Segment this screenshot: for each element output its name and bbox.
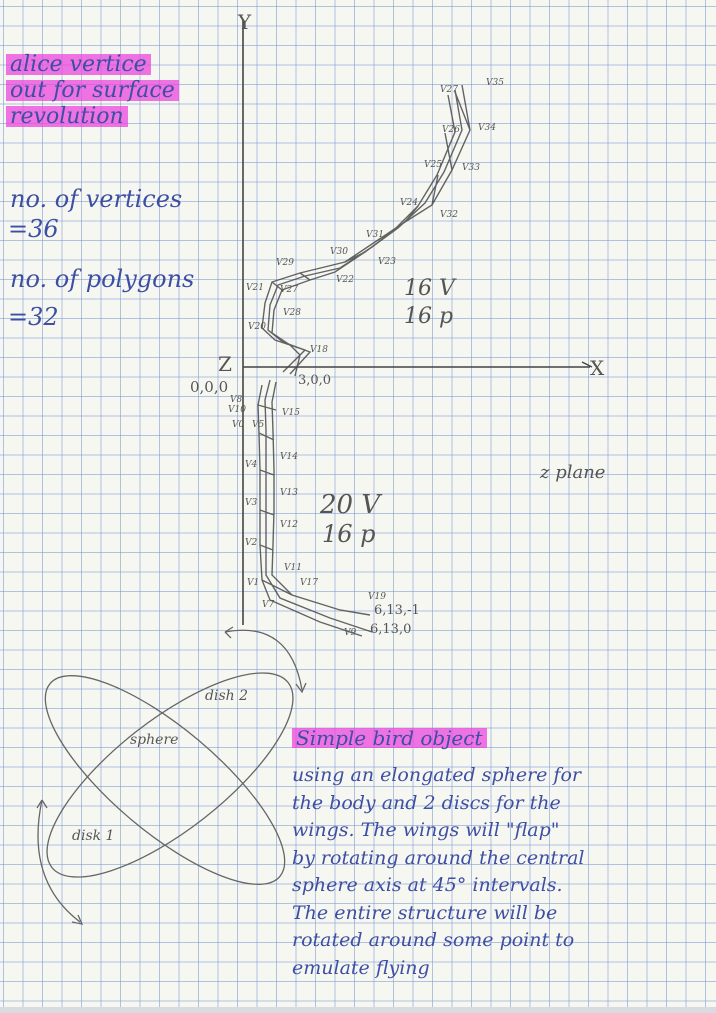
vertex-label: V29 [276, 258, 294, 268]
description-body: using an elongated sphere for the body a… [292, 762, 585, 982]
description-line: by rotating around the central [292, 846, 585, 869]
description-line: sphere axis at 45° intervals. [292, 874, 563, 896]
rotation-arrow-bottom-tail [36, 799, 48, 809]
rotation-arrow-bottom [37, 799, 81, 923]
rotation-arrow-bottom-head [71, 914, 84, 925]
description-line: wings. The wings will "flap" [292, 819, 560, 841]
description-title-text: Simple bird object [292, 726, 487, 750]
vertex-label: V19 [368, 592, 386, 602]
vertex-label: V27 [440, 85, 458, 95]
vertices-label: no. of vertices [10, 185, 183, 213]
vertex-label: V35 [486, 78, 504, 88]
x-axis-label: X [590, 356, 605, 380]
description-line: the body and 2 discs for the [292, 791, 561, 814]
vertex-label: V28 [283, 308, 301, 318]
y-axis-label: Y [238, 10, 252, 34]
vertex-label: V9 [344, 628, 357, 638]
vertex-label: V21 [246, 283, 264, 293]
vertex-label: V12 [280, 520, 298, 530]
disk-1-label: disk 1 [72, 828, 115, 844]
wing-disk-2 [46, 672, 294, 878]
description-title: Simple bird object [292, 726, 487, 750]
point-6-13-0-label: 6,13,0 [370, 622, 412, 637]
vertex-label: V26 [442, 125, 460, 135]
vertex-label: V14 [280, 452, 298, 462]
vertex-label: V7 [262, 600, 275, 610]
heading-line-2: out for surface [6, 78, 179, 103]
polygons-label: no. of polygons [10, 265, 195, 293]
heading-line-3: revolution [6, 104, 128, 129]
bird-sketch [36, 626, 307, 925]
vertex-label: V25 [424, 160, 442, 170]
page-bottom-edge [0, 1007, 716, 1013]
upper-profile-mesh [261, 84, 471, 377]
vertex-label: V18 [310, 345, 328, 355]
origin-label: 0,0,0 [190, 378, 229, 396]
vertex-label: V4 [245, 460, 258, 470]
dish-2-label: dish 2 [205, 688, 248, 704]
vertex-label: V20 [248, 322, 266, 332]
description-line: The entire structure will be [292, 901, 558, 924]
rotation-arrow-top-head [295, 682, 307, 694]
plane-note: z plane [540, 462, 606, 483]
vertex-label: V31 [366, 230, 384, 240]
wing-disk-1 [44, 675, 286, 885]
rotation-arrow-top-tail [224, 626, 234, 639]
polygons-value: =32 [8, 303, 59, 331]
vertices-value: =36 [8, 215, 59, 243]
lower-profile-mesh [257, 379, 373, 637]
vertex-label: V3 [245, 498, 258, 508]
description-line: using an elongated sphere for [292, 764, 581, 786]
vertex-label: V13 [280, 488, 298, 498]
vertex-label: V22 [336, 275, 354, 285]
x-arrow [581, 361, 593, 368]
vertex-label: V32 [440, 210, 458, 220]
vertex-label: V23 [378, 257, 396, 267]
point-6-13-minus1-label: 6,13,-1 [374, 603, 420, 618]
vertex-label: V27 [280, 285, 298, 295]
vertex-label: V5 [252, 420, 265, 430]
heading: alice vertice out for surface revolution [6, 52, 179, 130]
vertex-label: V11 [284, 563, 302, 573]
description-line: emulate flying [292, 956, 430, 979]
upper-vertex-count: 16 V [404, 276, 455, 301]
vertex-label: V33 [462, 163, 480, 173]
z-axis-label: Z [218, 352, 232, 376]
lower-vertex-count: 20 V [320, 490, 381, 520]
lower-polygon-count: 16 p [322, 520, 376, 548]
vertex-label: V10 [228, 405, 246, 415]
vertex-label: V15 [282, 408, 300, 418]
vertex-label: V8 [230, 395, 243, 405]
upper-polygon-count: 16 p [404, 304, 454, 329]
vertex-label: V34 [478, 123, 496, 133]
point-3-0-0-label: 3,0,0 [298, 373, 332, 388]
vertex-label: V30 [330, 247, 348, 257]
vertex-label: V1 [247, 578, 260, 588]
heading-line-1: alice vertice [6, 52, 151, 77]
vertex-label: V0 [232, 420, 245, 430]
vertex-label: V24 [400, 198, 418, 208]
vertex-label: V2 [245, 538, 258, 548]
vertex-label: V17 [300, 578, 318, 588]
rotation-arrow-top [224, 629, 303, 691]
description-line: rotated around some point to [292, 929, 575, 951]
sphere-label: sphere [130, 732, 179, 748]
